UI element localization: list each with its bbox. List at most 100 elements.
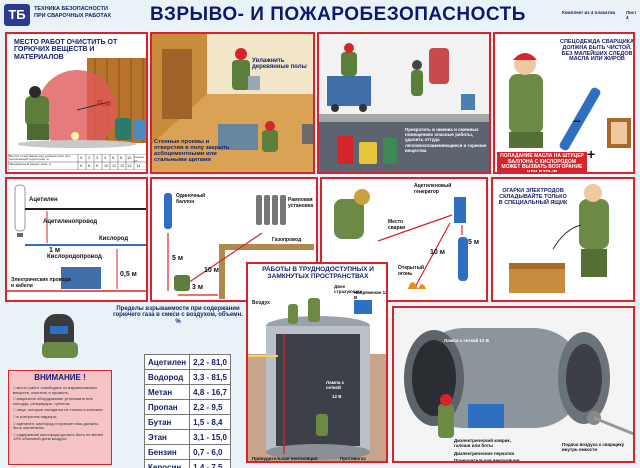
cylinder-distances-illustration (164, 193, 314, 299)
lamp-label: Лампа с сеткой (326, 380, 345, 390)
panel2-text2: Стенные проемы и отверстия в полу закрыт… (154, 139, 230, 164)
height-value: 10 (127, 155, 132, 160)
welder-mask-icon (42, 314, 78, 358)
panel-clear-workplace: МЕСТО РАБОТ ОЧИСТИТЬ ОТ ГОРЮЧИХ ВЕЩЕСТВ … (5, 32, 148, 174)
pipe-illustration (394, 308, 633, 461)
gas-range: 3,1 - 15,0 (189, 429, 231, 445)
distance-10m-a: 10 м (204, 267, 219, 274)
panel-electrode-stubs: ОГАРКИ ЭЛЕКТРОДОВ СКЛАДЫВАЙТЕ ТОЛЬКО В С… (491, 177, 635, 302)
tank-illustration (248, 298, 386, 461)
gas-lines-illustration (7, 184, 146, 292)
radius-value: 10 (104, 163, 109, 168)
height-value: 2 (88, 155, 91, 160)
welder-cylinder-illustration (509, 53, 631, 151)
series-line2: ПРИ СВАРОЧНЫХ РАБОТАХ (34, 13, 112, 19)
gas-range: 2,2 - 9,5 (189, 399, 231, 415)
generator-label: Ацетиленовый генератор (414, 183, 452, 195)
height-value: Свыше 10 (134, 155, 144, 163)
cables-label: Электрические провода и кабели (11, 277, 71, 289)
panel-pipe-work: Лампа с сеткой 12 В Диэлектрический ковр… (392, 306, 635, 463)
gas-name: Водород (143, 369, 191, 385)
gas-range: 3,3 - 81,5 (189, 369, 231, 385)
height-value: 0 (80, 155, 83, 160)
kit-label: Комплект из 4 плакатов (562, 10, 615, 15)
panel-wet-floor: Увлажнить деревянные полы Стенные проемы… (150, 32, 315, 174)
air-supply-label: Подача воздуха к сварщику внутрь емкости (562, 442, 625, 452)
attention-list: □ место работ освободить от взрывоопасны… (13, 385, 108, 442)
generator-illustration (334, 189, 468, 290)
panel-gas-lines: Ацетилен Ацетиленопровод Кислород Кислор… (5, 177, 148, 302)
welding-zone-table (8, 154, 146, 170)
gas-name: Ацетилен (143, 354, 191, 370)
distance-1m: 1 м (49, 247, 61, 254)
panel1-text: МЕСТО РАБОТ ОЧИСТИТЬ ОТ ГОРЮЧИХ ВЕЩЕСТВ … (14, 39, 118, 61)
panel4-text: СПЕЦОДЕЖДА СВАРЩИКА ДОЛЖНА БЫТЬ ЧИСТОЙ, … (560, 39, 634, 63)
minus-icon: – (573, 112, 581, 128)
radius-label: R,м (97, 99, 111, 108)
weld-site-label: Место сварки (388, 219, 406, 231)
height-value: 3 (96, 155, 99, 160)
two-watchers-label: Двое страхующих (334, 284, 362, 294)
radius-value: 13 (127, 163, 132, 168)
table-title: Пределы взрываемости при содержании горю… (113, 306, 243, 325)
logo: ТБ (4, 4, 30, 26)
panel3-text: Прекратить в нижних и смежных помещениях… (405, 127, 487, 153)
radius-value: 8 (88, 163, 91, 168)
attention-line: □ сварочное оборудование установить вне … (13, 396, 93, 406)
attention-line: □ место работ освободить от взрывоопасны… (13, 385, 98, 395)
panel-clean-clothing: СПЕЦОДЕЖДА СВАРЩИКА ДОЛЖНА БЫТЬ ЧИСТОЙ, … (493, 32, 635, 174)
gas-name: Метан (143, 384, 191, 400)
height-value: 4 (104, 155, 107, 160)
attention-line: □ ацетилен, кислород и горючие газы долж… (13, 420, 99, 431)
lamp-voltage-label: 12 В (332, 394, 342, 399)
zone-table-row1-label: Высота точки сварки над уровнем пола или… (9, 154, 70, 161)
gas-range: 1,4 - 7,5 (189, 459, 231, 468)
air-label: Воздух (252, 300, 270, 306)
panel-confined-spaces: РАБОТЫ В ТРУДНОДОСТУПНЫХ И ЗАМКНУТЫХ ПРО… (246, 262, 388, 463)
oxygen-label: Кислород (99, 236, 129, 242)
attention-line: □ содержание кислорода должно быть не ме… (13, 431, 104, 442)
pipe-vent-label: Принудительная вентиляция (454, 458, 520, 463)
welder-sphere-illustration (17, 58, 146, 148)
panel8-text: ОГАРКИ ЭЛЕКТРОДОВ СКЛАДЫВАЙТЕ ТОЛЬКО В С… (498, 188, 568, 206)
explosion-limits-panel: Пределы взрываемости при содержании горю… (110, 306, 246, 468)
single-cylinder-label: Одиночный баллон (176, 193, 206, 205)
panel2-text1: Увлажнить деревянные полы (252, 58, 307, 71)
attention-panel: ВНИМАНИЕ ! □ место работ освободить от в… (8, 370, 112, 465)
acetylene-pipe-label: Ацетиленопровод (43, 219, 98, 225)
open-fire-label: Открытый огонь (398, 265, 424, 277)
wet-floor-illustration (152, 34, 313, 172)
distance-05m: 0,5 м (120, 271, 137, 278)
zone-table-row2-label: Минимальный радиус зоны, м (9, 162, 51, 166)
header: ТБ ТЕХНИКА БЕЗОПАСНОСТИ ПРИ СВАРОЧНЫХ РА… (0, 0, 640, 30)
radius-value: 12 (120, 163, 125, 168)
gas-name: Бутан (143, 414, 191, 430)
panel4-warning: ПОПАДАНИЕ МАСЛА НА ШТУЦЕР БАЛЛОНА С КИСЛ… (500, 153, 584, 174)
gas-mask-label: Противогаз (340, 456, 366, 461)
gas-name: Бензин (143, 444, 191, 460)
gas-range: 1,5 - 8,4 (189, 414, 231, 430)
plus-icon: + (587, 146, 596, 162)
gas-range: 2,2 - 81,0 (189, 354, 231, 370)
electrode-box-illustration (509, 184, 609, 293)
gas-name: Керосин (143, 459, 191, 468)
pipe-lamp-label: Лампа с сеткой 12 В (444, 338, 489, 343)
gas-pipe-label: Газопровод (272, 237, 302, 243)
height-value: 8 (120, 155, 123, 160)
gas-name: Этан (143, 429, 191, 445)
radius-value: 11 (112, 163, 117, 168)
radius-value: 9 (96, 163, 99, 168)
warning-box: ПОПАДАНИЕ МАСЛА НА ШТУЦЕР БАЛЛОНА С КИСЛ… (497, 152, 587, 174)
gas-range: 0,7 - 6,0 (189, 444, 231, 460)
voltage-label: Напряжение 12 В (354, 290, 388, 300)
oxygen-pipe-label: Кислородопровод (47, 254, 102, 260)
